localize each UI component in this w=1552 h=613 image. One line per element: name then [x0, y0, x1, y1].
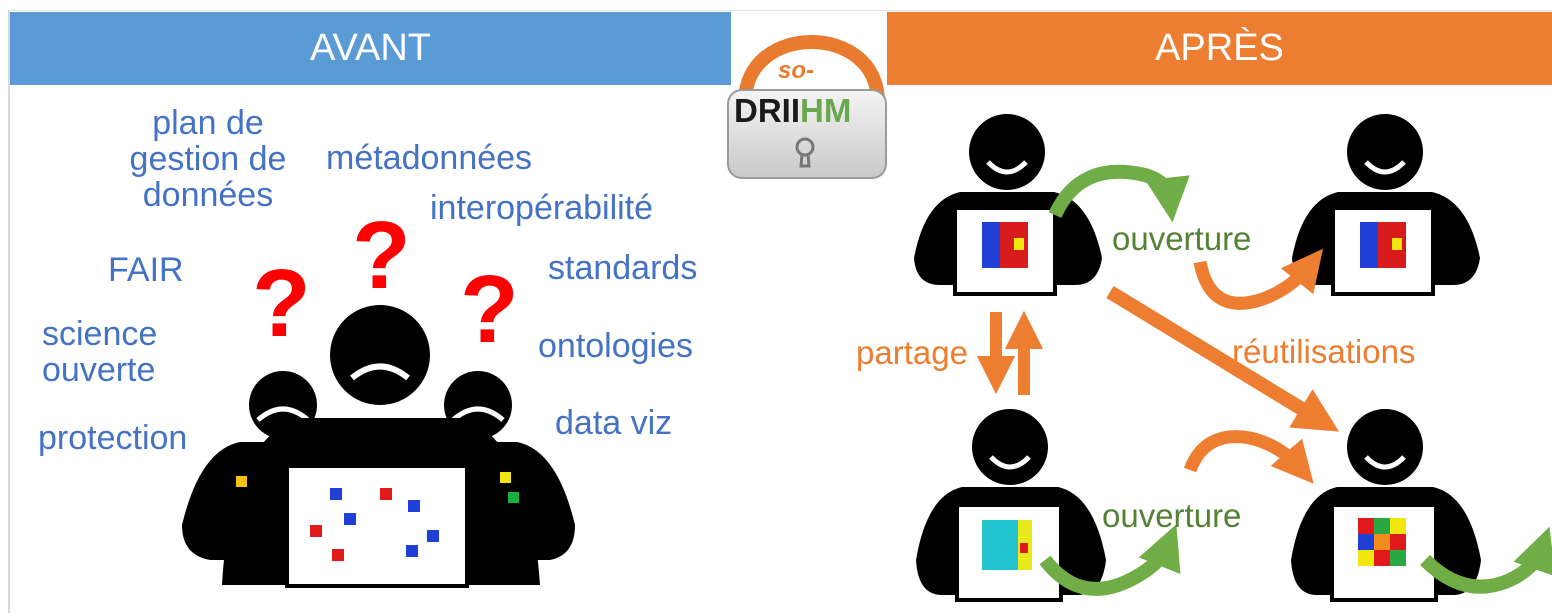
label-partage: partage [856, 334, 968, 371]
label-reutilisations: réutilisations [1232, 333, 1416, 370]
ouverture-top-orange-arrow [1193, 248, 1323, 310]
person-bottom-left-icon [916, 409, 1106, 602]
figure-frame [8, 10, 1552, 613]
banner-avant-label: AVANT [309, 27, 432, 69]
question-mark-center: ? [352, 202, 411, 309]
logo-name: DRIIHM [734, 92, 851, 130]
banner-apres-label: APRÈS [1155, 27, 1284, 69]
question-mark-left: ? [252, 250, 311, 357]
keyword-dataviz: data viz [555, 404, 673, 442]
question-mark-right: ? [460, 256, 519, 363]
banner-avant: AVANT [10, 12, 731, 85]
person-top-right-icon [1292, 114, 1480, 296]
logo-name-dark: DRII [734, 92, 800, 129]
label-ouverture-top: ouverture [1112, 220, 1252, 257]
ouverture-bottom-orange-arrow [1183, 430, 1314, 484]
ouverture-top-arrow [1048, 164, 1190, 223]
ouverture-bottom-arrow [1039, 524, 1181, 596]
sodriihm-logo-icon [727, 35, 887, 179]
label-ouverture-bottom: ouverture [1102, 497, 1242, 534]
logo-prefix: so- [778, 57, 814, 84]
keyword-standards: standards [548, 249, 698, 287]
person-top-left-icon [914, 114, 1102, 296]
keyword-protection: protection [38, 419, 188, 457]
keyword-ontologies: ontologies [538, 327, 694, 365]
reutilisations-arrow [1106, 286, 1340, 432]
keyword-metadata: métadonnées [326, 139, 533, 177]
keyword-interop: interopérabilité [430, 189, 654, 227]
banner-apres: APRÈS [887, 12, 1552, 85]
exit-green-arrow [1420, 526, 1552, 594]
keyword-open-science: science ouverte [42, 315, 158, 389]
logo-name-green: HM [800, 92, 852, 129]
keyword-fair: FAIR [108, 251, 184, 289]
person-bottom-right-icon [1291, 409, 1481, 602]
keyword-data-plan: plan de gestion de données [129, 104, 287, 214]
confused-group-icon [182, 305, 575, 588]
